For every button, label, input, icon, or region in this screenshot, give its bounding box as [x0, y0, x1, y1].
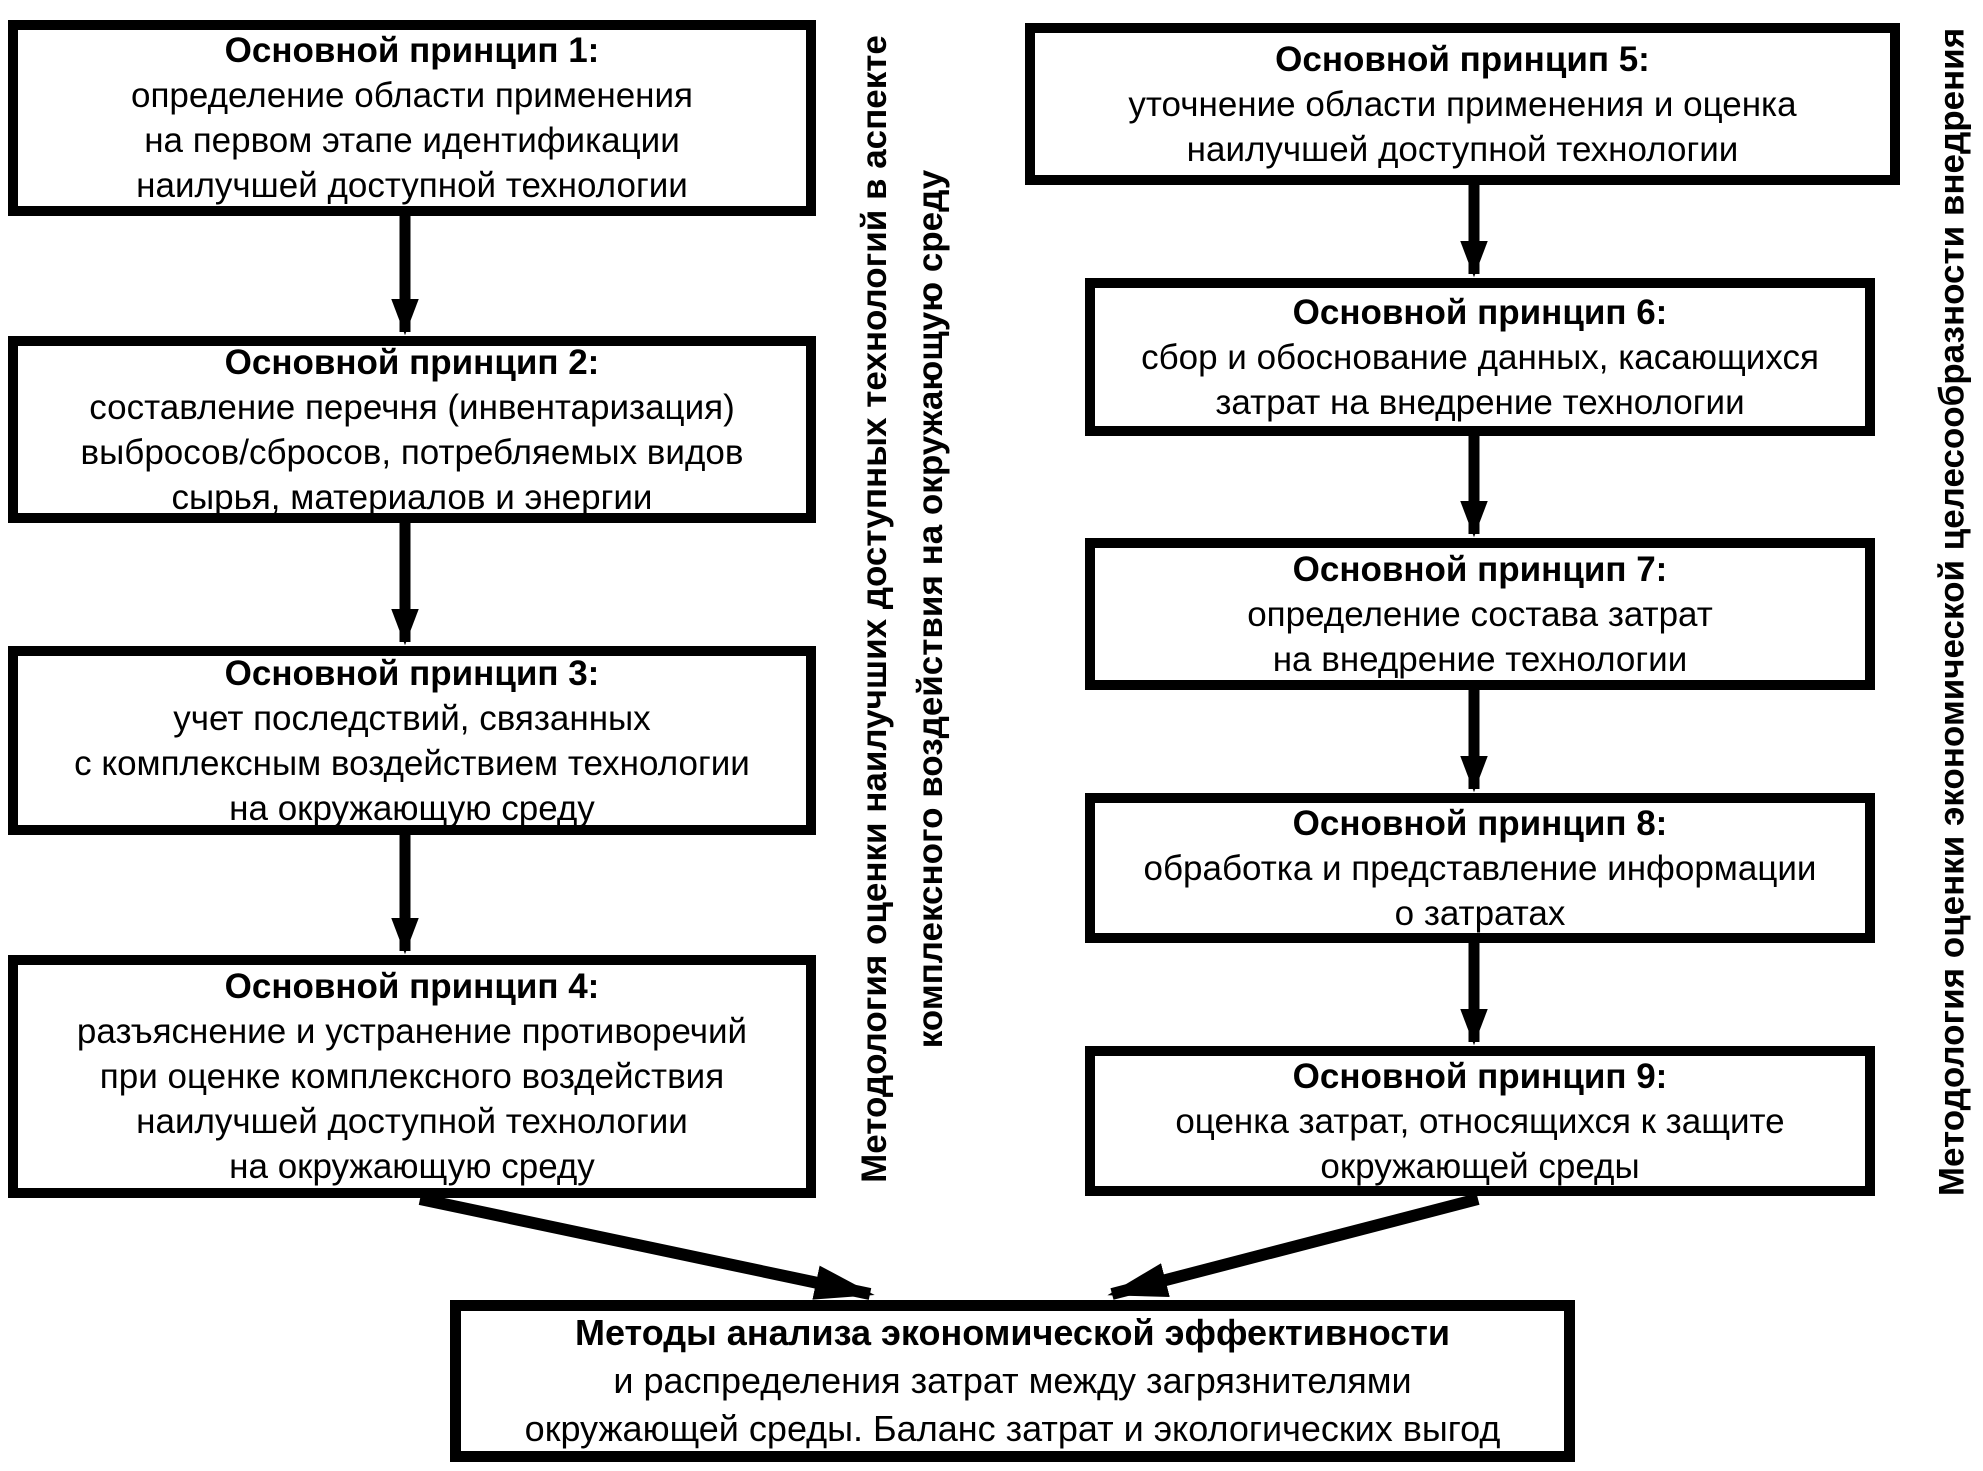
principle-9-box: Основной принцип 9: оценка затрат, относ…	[1085, 1046, 1875, 1196]
principle-5-title: Основной принцип 5:	[1275, 39, 1650, 79]
principle-9-body: оценка затрат, относящихся к защите окру…	[1175, 1101, 1785, 1186]
principle-3-box: Основной принцип 3: учет последствий, св…	[8, 646, 816, 835]
principle-4-title: Основной принцип 4:	[224, 967, 600, 1006]
principle-3-body: учет последствий, связанных с комплексны…	[74, 698, 750, 828]
principle-3-title: Основной принцип 3:	[224, 653, 600, 693]
principle-8-title: Основной принцип 8:	[1292, 803, 1668, 843]
principle-2-title: Основной принцип 2:	[224, 342, 600, 382]
result-box-title: Методы анализа экономической эффективнос…	[575, 1312, 1450, 1353]
principle-4-box: Основной принцип 4: разъяснение и устран…	[8, 955, 816, 1198]
principle-2-body: составление перечня (инвентаризация) выб…	[80, 387, 744, 517]
principle-1-title: Основной принцип 1:	[224, 31, 600, 70]
principle-5-box: Основной принцип 5: уточнение области пр…	[1025, 23, 1900, 185]
principle-2-box: Основной принцип 2: составление перечня …	[8, 336, 816, 523]
principle-8-body: обработка и представление информации о з…	[1143, 848, 1817, 933]
principle-6-box: Основной принцип 6: сбор и обоснование д…	[1085, 278, 1875, 436]
result-box: Методы анализа экономической эффективнос…	[450, 1300, 1575, 1462]
right-methodology-label: Методология оценки экономической целесоо…	[1928, 20, 1978, 1205]
principle-6-body: сбор и обоснование данных, касающихся за…	[1141, 337, 1819, 422]
principle-6-title: Основной принцип 6:	[1292, 292, 1668, 332]
principle-8-box: Основной принцип 8: обработка и представ…	[1085, 793, 1875, 943]
left-methodology-label-text: Методология оценки наилучших доступных т…	[855, 35, 950, 1183]
principle-1-body: определение области применения на первом…	[130, 76, 694, 205]
principle-4-body: разъяснение и устранение противоречий пр…	[76, 1012, 748, 1186]
right-methodology-label-text: Методология оценки экономической целесоо…	[1932, 27, 1972, 1197]
principle-7-title: Основной принцип 7:	[1292, 549, 1668, 589]
arrow-principle4-to-result	[418, 1193, 875, 1300]
principle-1-box: Основной принцип 1: определение области …	[8, 20, 816, 216]
left-methodology-label: Методология оценки наилучших доступных т…	[843, 19, 963, 1199]
principle-5-body: уточнение области применения и оценка на…	[1128, 84, 1797, 169]
arrow-principle9-to-result	[1107, 1193, 1480, 1300]
result-box-body: и распределения затрат между загрязнител…	[524, 1360, 1501, 1449]
principle-7-box: Основной принцип 7: определение состава …	[1085, 538, 1875, 690]
principle-7-body: определение состава затрат на внедрение …	[1247, 594, 1713, 679]
principle-9-title: Основной принцип 9:	[1292, 1056, 1668, 1096]
